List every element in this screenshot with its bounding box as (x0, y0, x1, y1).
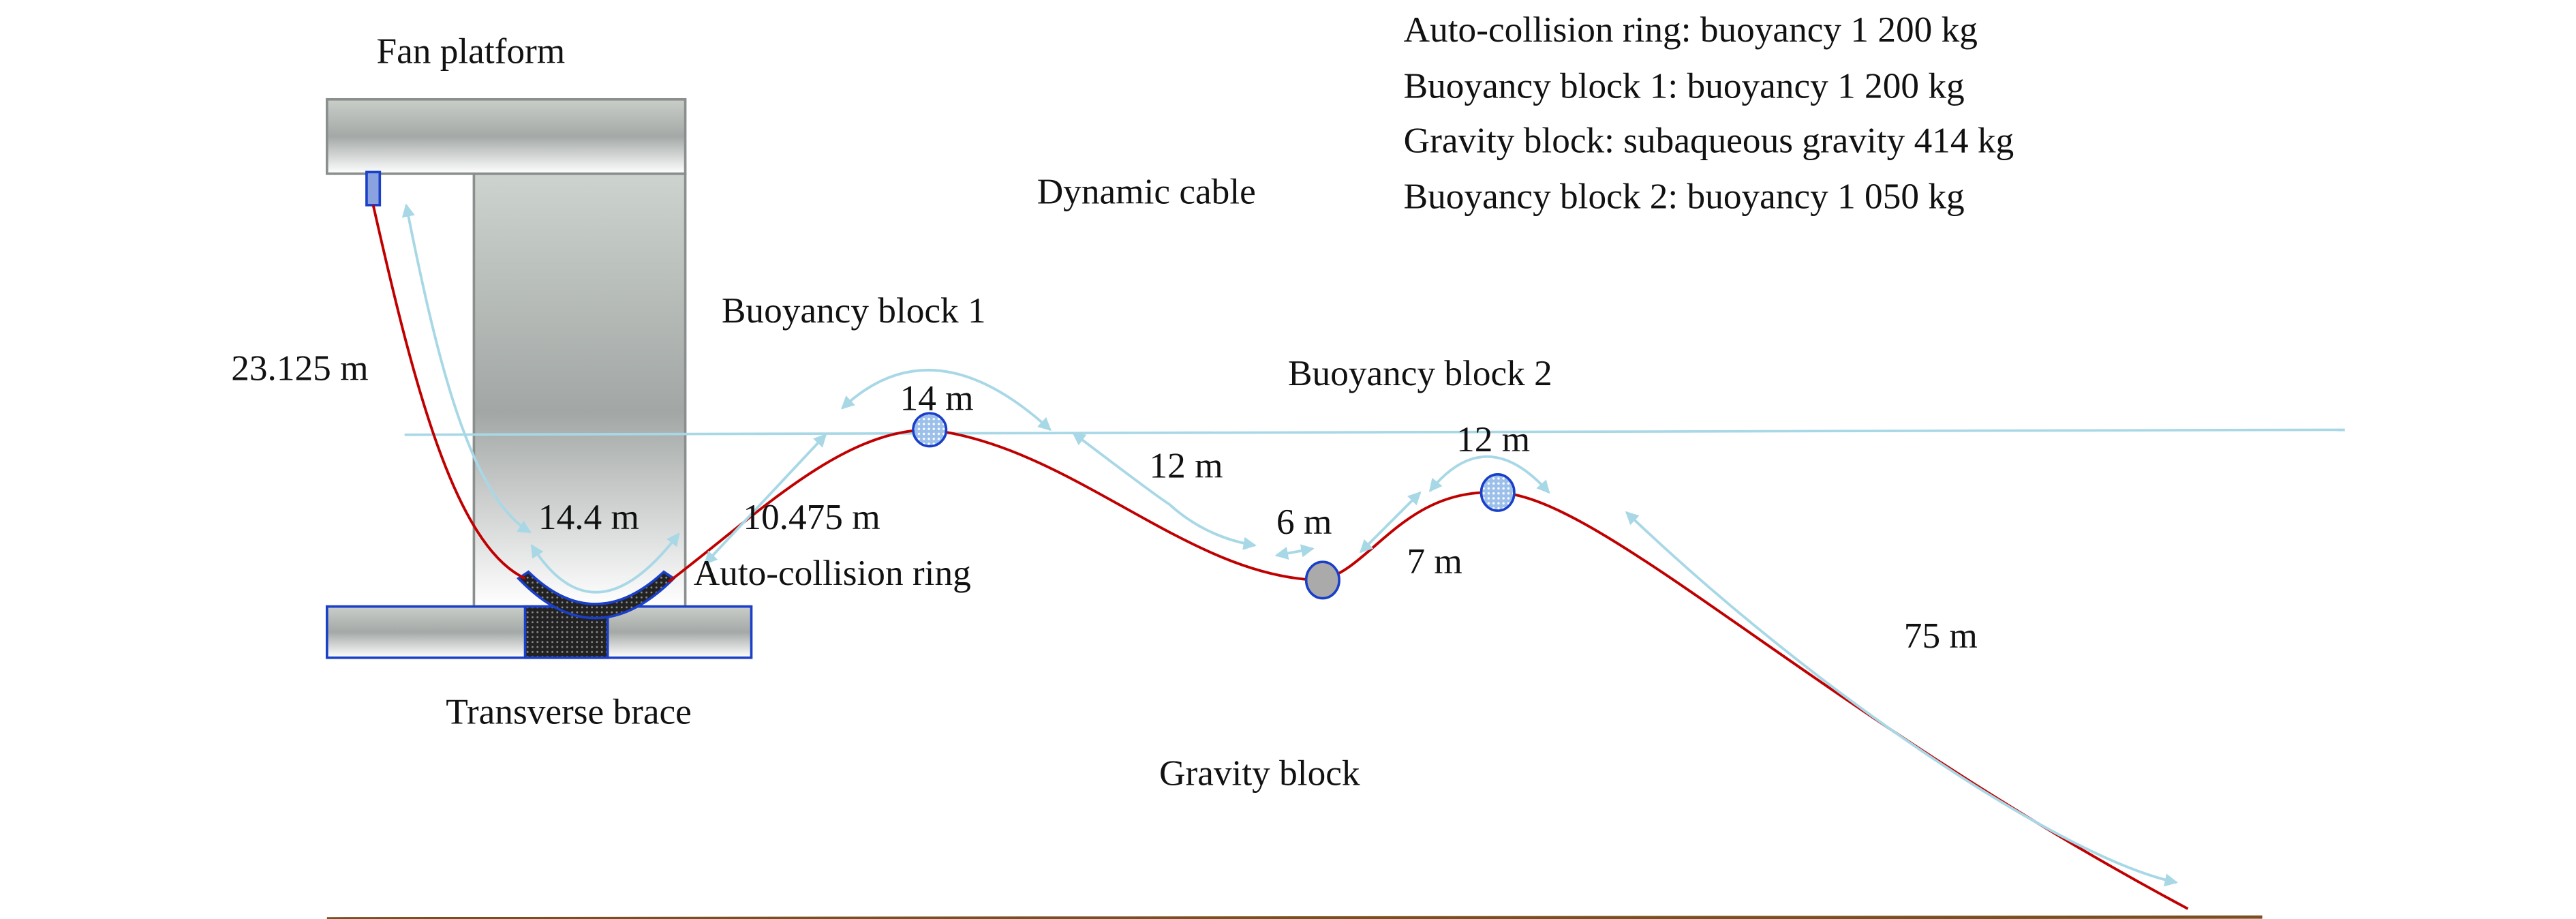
dim-arrow-23 (401, 203, 532, 534)
gravity-block (1304, 560, 1340, 600)
label-buoyancy-block-2: Buoyancy block 2 (1288, 353, 1552, 393)
dim-label-23-125: 23.125 m (231, 348, 368, 389)
legend-item: Gravity block: subaqueous gravity 414 kg (1404, 120, 2014, 160)
buoyancy-block-1 (912, 412, 948, 448)
legend-item: Buoyancy block 2: buoyancy 1 050 kg (1404, 177, 1965, 217)
dim-label-10-475: 10.475 m (743, 497, 880, 537)
dim-label-75: 75 m (1904, 616, 1978, 656)
dim-label-12b: 12 m (1456, 419, 1530, 460)
label-fan-platform: Fan platform (376, 31, 565, 71)
dim-label-7: 7 m (1407, 541, 1462, 582)
seabed (326, 915, 2263, 919)
buoyancy-block-2 (1479, 472, 1516, 512)
label-auto-collision-ring: Auto-collision ring (694, 553, 971, 593)
dim-arrow-10 (703, 433, 827, 565)
dim-arrow-7 (1359, 491, 1422, 554)
dim-label-14: 14 m (900, 378, 974, 418)
label-gravity-block: Gravity block (1159, 753, 1360, 793)
legend-item: Buoyancy block 1: buoyancy 1 200 kg (1404, 65, 1965, 106)
platform-column (472, 172, 687, 608)
platform-deck (325, 97, 687, 175)
dim-label-14-4: 14.4 m (538, 497, 639, 537)
legend-item: Auto-collision ring: buoyancy 1 200 kg (1404, 10, 1978, 50)
dim-label-12a: 12 m (1149, 446, 1223, 486)
water-line (404, 428, 2345, 436)
label-transverse-brace: Transverse brace (446, 692, 692, 732)
dim-arrow-12b (1428, 455, 1550, 494)
dim-arrow-14-4 (530, 532, 680, 594)
dim-arrow-14 (841, 368, 1052, 432)
label-dynamic-cable: Dynamic cable (1037, 171, 1256, 211)
legend: Auto-collision ring: buoyancy 1 200 kg B… (1404, 10, 2014, 217)
dim-arrow-75 (1625, 511, 2178, 887)
dim-label-6: 6 m (1276, 502, 1332, 542)
cable-hang-off (365, 170, 382, 207)
dim-arrow-6 (1274, 544, 1315, 560)
label-buoyancy-block-1: Buoyancy block 1 (722, 290, 986, 331)
dim-arrow-12a (1072, 432, 1257, 550)
